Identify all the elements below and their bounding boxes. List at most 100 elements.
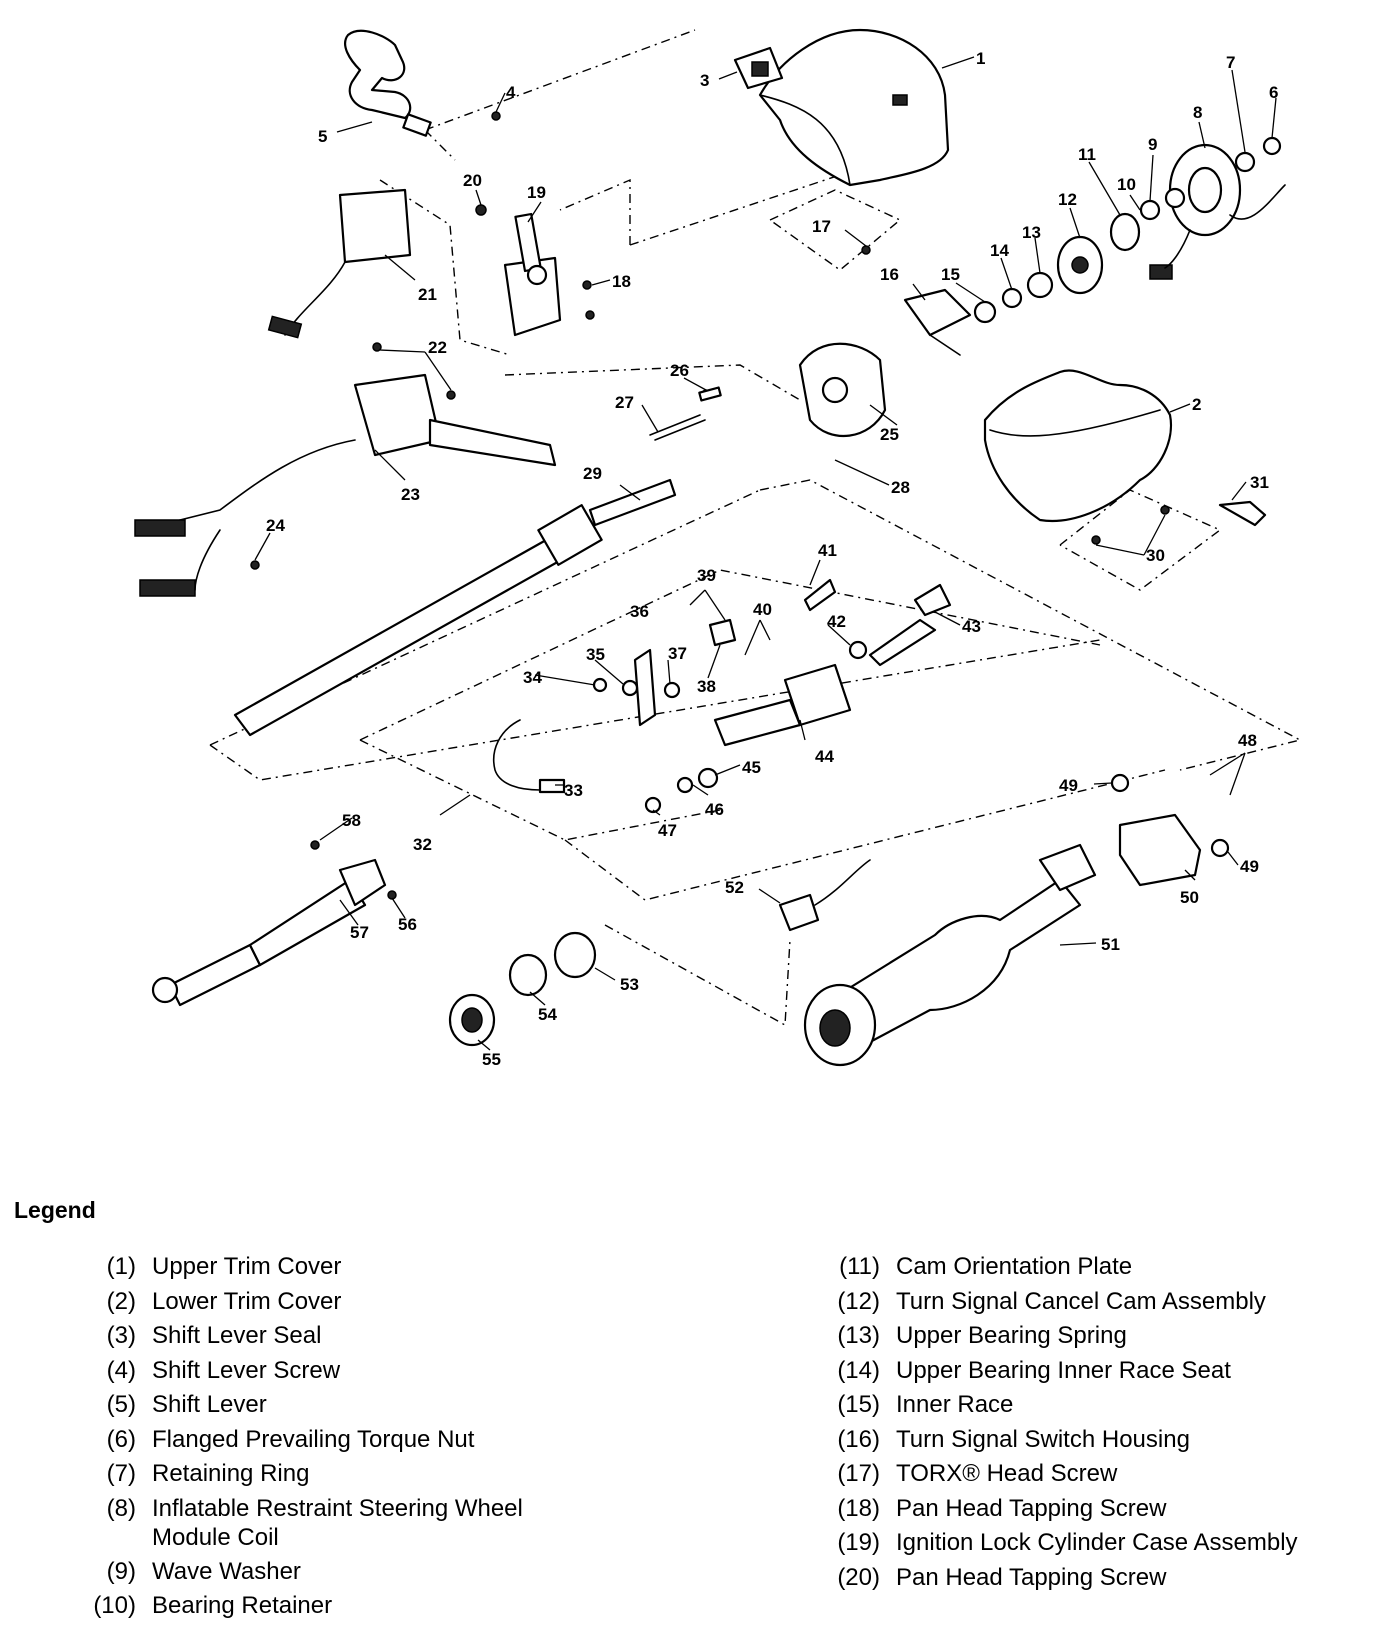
callout-leader-lines [254,56,1277,1051]
legend-item-number: (7) [106,1460,136,1487]
legend-item: (7) Retaining Ring [60,1457,700,1492]
legend-item-name: Pan Head Tapping Screw [896,1563,1167,1591]
legend-item-number: (2) [106,1287,136,1315]
legend-item-number: (9) [106,1557,136,1585]
legend-item: (5) Shift Lever [60,1388,700,1423]
legend-item-name: Turn Signal Cancel Cam Assembly [896,1287,1266,1315]
legend-item-name: Inflatable Restraint Steering Wheel Modu… [152,1494,523,1551]
callout-27: 27 [615,393,634,412]
part-steering-shaft-29 [233,478,677,737]
callout-4: 4 [506,83,516,102]
legend-item-name: Shift Lever [152,1391,267,1418]
legend-item-number: (1) [106,1253,136,1280]
part-shift-lever-seal [733,46,784,90]
legend-item-name: Shift Lever Screw [152,1356,341,1384]
callout-30: 30 [1146,546,1165,565]
legend-item-name: Flanged Prevailing Torque Nut [152,1425,475,1453]
callout-12: 12 [1058,190,1077,209]
callout-47: 47 [658,821,677,840]
legend-item-number: (16) [837,1425,880,1453]
legend-item-name: Inner Race [896,1391,1014,1418]
callout-48: 48 [1238,731,1257,750]
callout-10: 10 [1117,175,1136,194]
part-spring-27 [649,414,706,441]
legend-item-number: (20) [837,1563,880,1591]
callout-9: 9 [1148,135,1157,154]
callout-31: 31 [1250,473,1269,492]
legend-item-number: (12) [837,1287,880,1315]
legend-item-number: (11) [839,1253,880,1280]
callout-49b: 49 [1240,857,1259,876]
legend-item: (19)Ignition Lock Cylinder Case Assembly [800,1526,1380,1561]
legend-title: Legend [14,1197,96,1223]
part-bearing-group-53-55 [448,931,597,1047]
legend-item: (20) Pan Head Tapping Screw [800,1561,1380,1596]
callout-46: 46 [705,800,724,819]
callout-5: 5 [318,127,327,146]
part-cam-plate-11 [1109,212,1141,252]
callout-17: 17 [812,217,831,236]
legend-item-number: (8) [106,1494,136,1522]
callout-42: 42 [827,612,846,631]
part-switch-assembly-23 [134,373,557,597]
callout-20: 20 [463,171,482,190]
callout-52: 52 [725,878,744,897]
callout-45: 45 [742,758,761,777]
callout-32: 32 [413,835,432,854]
callout-37: 37 [668,644,687,663]
callout-35: 35 [586,645,605,664]
legend-item-number: (14) [837,1356,880,1384]
legend-item-number: (19) [837,1529,880,1556]
legend-item-name: Upper Bearing Spring [896,1322,1127,1349]
callout-56: 56 [398,915,417,934]
legend-item-name: Shift Lever Seal [152,1322,322,1349]
legend-item: (4)Shift Lever Screw [60,1354,700,1389]
legend-item: (8) Inflatable Restraint Steering Wheel M… [60,1492,700,1555]
legend-item-name: Wave Washer [152,1557,301,1585]
legend-item-number: (15) [837,1391,880,1418]
callout-13: 13 [1022,223,1041,242]
callout-53: 53 [620,975,639,994]
part-ignition-lock-case [503,212,562,337]
legend-item-name: TORX® Head Screw [896,1460,1118,1487]
callout-25: 25 [880,425,899,444]
dashed-guide-lines [209,29,1302,1027]
part-column-jacket-51 [803,843,1097,1067]
callout-34: 34 [523,668,542,687]
legend-item: (16) Turn Signal Switch Housing [800,1423,1380,1458]
callout-26: 26 [670,361,689,380]
part-wiring-module-21 [267,188,412,339]
legend-item: (18)Pan Head Tapping Screw [800,1492,1380,1527]
callout-57: 57 [350,923,369,942]
callout-23: 23 [401,485,420,504]
callout-49a: 49 [1059,776,1078,795]
legend-item-number: (3) [106,1322,136,1349]
callout-33: 33 [564,781,583,800]
legend-item-name: Bearing Retainer [152,1592,333,1619]
legend-item-number: (5) [106,1391,136,1418]
callout-54: 54 [538,1005,557,1024]
legend-item-name: Turn Signal Switch Housing [896,1425,1190,1453]
legend-item-name: Pan Head Tapping Screw [896,1494,1167,1522]
legend-item-name: Retaining Ring [152,1460,310,1487]
part-turn-signal-housing-16 [903,288,972,356]
exploded-steering-column-diagram: 1 2 3 4 5 6 7 8 9 10 11 12 13 14 15 16 1… [134,28,1302,1069]
legend-list-right: (11)Cam Orientation Plate (12)Turn Signa… [800,1250,1380,1595]
callout-6: 6 [1269,83,1278,102]
part-shift-linkage-group [592,578,952,814]
callout-22: 22 [428,338,447,357]
callout-38: 38 [697,677,716,696]
legend-item-number: (17) [837,1460,880,1487]
callout-19: 19 [527,183,546,202]
callout-24: 24 [266,516,285,535]
callout-28: 28 [891,478,910,497]
callout-1: 1 [976,49,985,68]
legend-item: (2)Lower Trim Cover [60,1285,700,1320]
part-wire-33 [493,719,566,794]
legend-item: (15) Inner Race [800,1388,1380,1423]
callout-51: 51 [1101,935,1120,954]
legend-item-name: Upper Trim Cover [152,1253,342,1280]
part-upper-trim-cover [758,28,950,187]
legend-list-left: (1)Upper Trim Cover (2)Lower Trim Cover … [60,1250,700,1624]
callout-39: 39 [697,566,716,585]
